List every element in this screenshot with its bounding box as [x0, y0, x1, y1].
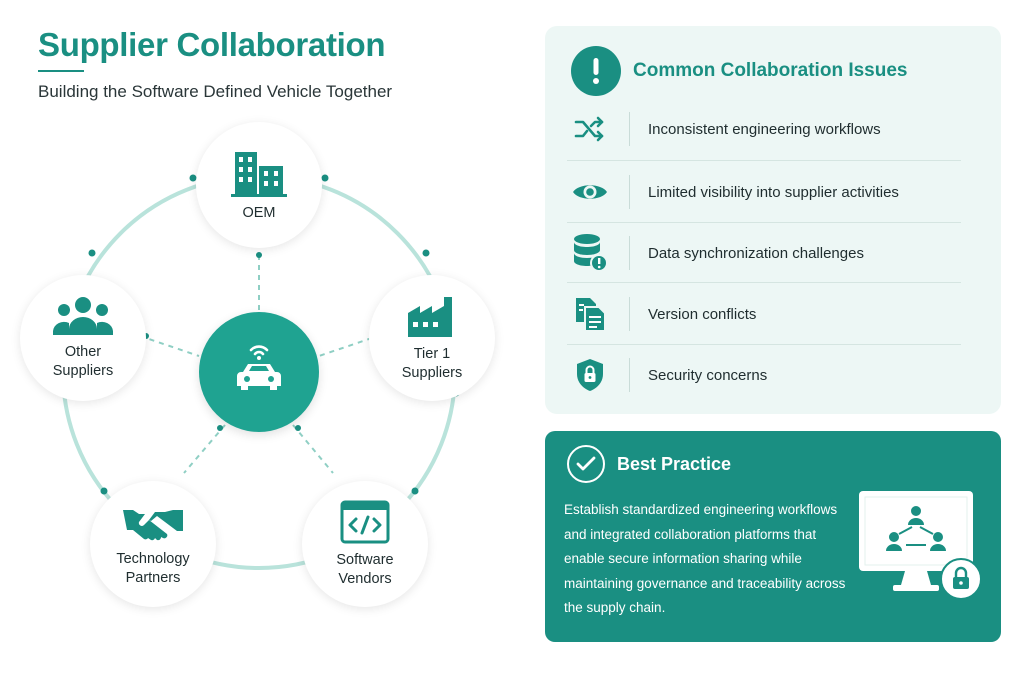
row-divider — [567, 160, 961, 161]
issues-panel: Common Collaboration Issues Inconsistent… — [545, 26, 1001, 414]
shield-lock-icon — [577, 359, 603, 391]
vehicle-hub — [199, 312, 319, 432]
connected-car-icon — [237, 345, 281, 390]
title-underline — [38, 70, 84, 72]
people-group-icon — [53, 297, 113, 335]
issue-text: Limited visibility into supplier activit… — [648, 183, 899, 201]
best-practice-badge — [567, 445, 605, 483]
issue-item: Inconsistent engineering workflows — [567, 99, 961, 159]
eye-icon — [573, 185, 607, 199]
row-divider — [567, 344, 961, 345]
node-label-software: Software Vendors — [336, 552, 394, 587]
dashed-spokes — [139, 255, 373, 474]
page-subtitle: Building the Software Defined Vehicle To… — [38, 82, 393, 101]
factory-icon — [408, 297, 452, 337]
documents-icon — [576, 298, 606, 332]
page-title: Supplier Collaboration — [38, 26, 386, 63]
issue-text: Version conflicts — [648, 305, 757, 323]
node-label-technology: Technology Partners — [116, 551, 190, 586]
issues-title: Common Collaboration Issues — [633, 60, 908, 81]
shuffle-icon — [574, 116, 604, 142]
best-practice-panel: Best Practice Establish standardized eng… — [545, 431, 1001, 642]
node-technology-partners: Technology Partners — [90, 481, 216, 607]
buildings-icon — [231, 151, 287, 197]
issues-badge — [571, 46, 621, 96]
node-label-other: Other Suppliers — [52, 344, 114, 379]
monitor-network-lock-icon — [859, 491, 982, 600]
database-alert-icon — [574, 234, 608, 272]
collaboration-diagram: OEM Tier 1 Suppliers Software Vendors Te… — [20, 122, 495, 607]
row-divider — [567, 222, 961, 223]
node-label-tier1: Tier 1 Suppliers — [401, 346, 463, 381]
node-software-vendors: Software Vendors — [302, 481, 428, 607]
node-label-oem: OEM — [242, 204, 276, 221]
best-practice-title: Best Practice — [617, 454, 732, 474]
handshake-icon — [123, 510, 183, 541]
issue-item: Security concerns — [567, 345, 961, 405]
issue-text: Security concerns — [648, 366, 768, 384]
issue-item: Version conflicts — [567, 284, 961, 344]
best-practice-text: Establish standardized engineering workf… — [564, 502, 846, 615]
issue-item: Limited visibility into supplier activit… — [567, 162, 961, 222]
checkmark-icon — [576, 456, 596, 471]
issue-text: Data synchronization challenges — [648, 244, 864, 262]
exclamation-icon — [593, 58, 599, 84]
code-window-icon — [340, 500, 390, 544]
issue-item: Data synchronization challenges — [567, 223, 961, 283]
node-oem: OEM — [196, 122, 322, 248]
row-divider — [567, 282, 961, 283]
node-other-suppliers: Other Suppliers — [20, 275, 146, 401]
issue-text: Inconsistent engineering workflows — [648, 120, 881, 138]
node-tier1-suppliers: Tier 1 Suppliers — [369, 275, 495, 401]
